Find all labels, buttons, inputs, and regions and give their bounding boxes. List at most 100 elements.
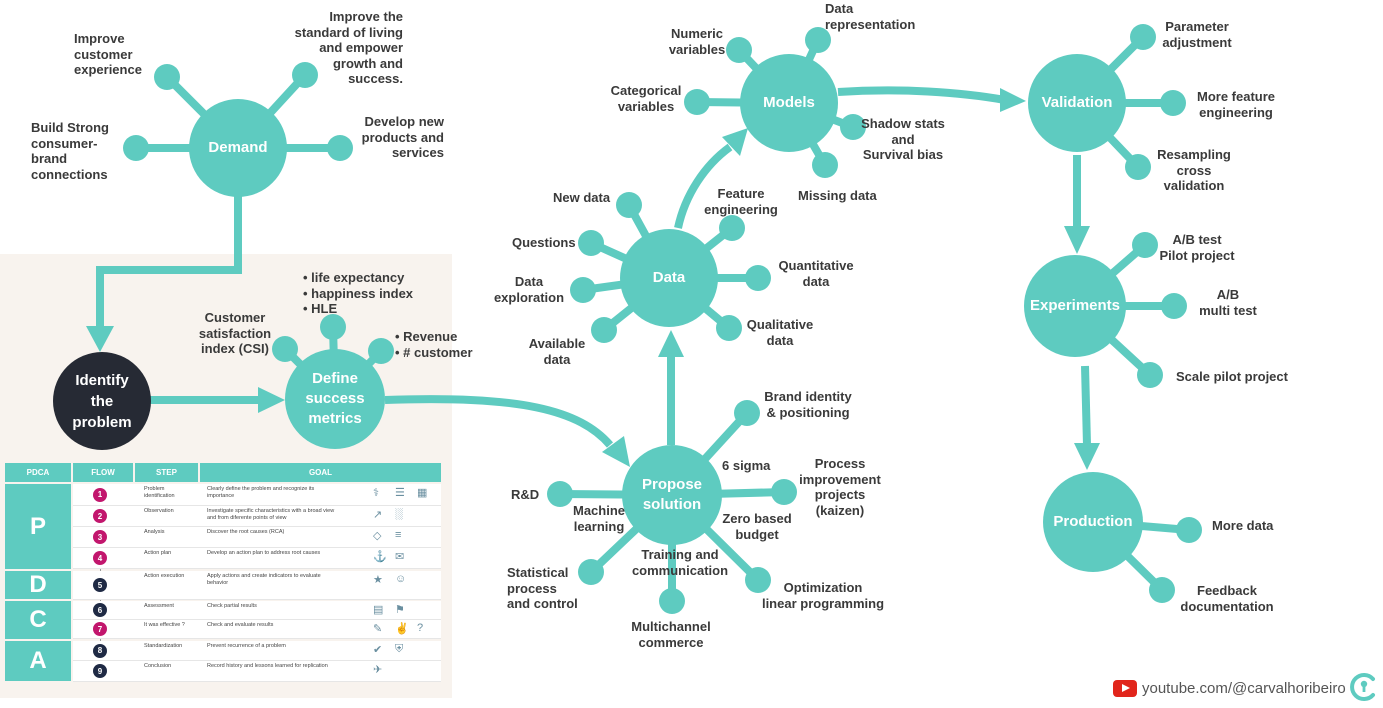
leaf-node-dot: [1137, 362, 1163, 388]
leaf-node-dot: [368, 338, 394, 364]
leaf-node-dot: [578, 230, 604, 256]
arrowhead-propose: [602, 436, 630, 467]
arrowhead-define: [258, 387, 285, 413]
label-new-data: New data: [553, 190, 611, 205]
hub-propose-solution: Propose solution: [622, 445, 722, 545]
header-step: STEP: [135, 463, 198, 482]
step-number-badge: 8: [93, 643, 107, 658]
goal-text: Check and evaluate results: [207, 622, 274, 628]
step-illustration-icon: ⚓: [373, 551, 387, 563]
flow-models-to-validation: [837, 86, 1006, 104]
hub-data: Data: [620, 229, 718, 327]
label-customer-satisfaction-index: Customer satisfaction index (CSI): [198, 310, 272, 356]
leaf-node-dot: [771, 479, 797, 505]
hub-models: Models: [740, 54, 838, 152]
leaf-node-dot: [591, 317, 617, 343]
step-illustration-icon: ▤: [373, 604, 384, 616]
label-training-communication: Training and communication: [631, 547, 729, 578]
step-label: Action execution: [144, 573, 185, 579]
leaf-node-dot: [578, 559, 604, 585]
leaf-node-dot: [659, 588, 685, 614]
leaf-node-dot: [812, 152, 838, 178]
step-label: Analysis: [144, 529, 165, 535]
carvalhoribeiro-logo: [1350, 673, 1375, 701]
step-number-badge: 4: [93, 551, 107, 565]
leaf-node-dot: [616, 192, 642, 218]
step-number-badge: 6: [93, 603, 107, 617]
channel-link[interactable]: youtube.com/@carvalhoribeiro: [1142, 680, 1346, 697]
label-data-exploration: Data exploration: [493, 274, 565, 305]
leaf-node-dot: [272, 336, 298, 362]
step-number-badge: 2: [93, 509, 107, 523]
leaf-node-dot: [320, 314, 346, 340]
label-improve-standard-of-living: Improve the standard of living and empow…: [294, 9, 403, 86]
leaf-node-dot: [1161, 293, 1187, 319]
leaf-node-dot: [327, 135, 353, 161]
label-revenue-customers: • Revenue • # customer: [395, 329, 473, 360]
step-illustration-icon: ✎: [373, 623, 383, 635]
label-zero-based-budget: Zero based budget: [722, 511, 792, 542]
step-label: Standardization: [144, 643, 183, 649]
hub-define-success-metrics: Define success metrics: [285, 349, 385, 449]
arrowhead-identify: [86, 326, 114, 352]
label-develop-new-products: Develop new products and services: [361, 114, 444, 160]
header-pdca: PDCA: [5, 463, 71, 482]
hub-demand: Demand: [189, 99, 287, 197]
goal-text: Prevent recurrence of a problem: [207, 643, 286, 649]
goal-text: Develop an action plan to address root c…: [207, 550, 321, 556]
header-goal: GOAL: [200, 463, 441, 482]
step-label: Action plan: [144, 550, 172, 556]
step-label: Problem identification: [144, 486, 175, 499]
step-number-badge: 3: [93, 530, 107, 544]
leaf-node-dot: [154, 64, 180, 90]
step-illustration-icon: ⚕: [373, 487, 379, 499]
label-life-expectancy: • life expectancy • happiness index • HL…: [303, 270, 414, 316]
flow-demand-to-identify: [96, 195, 242, 330]
step-illustration-icon: ⚑: [395, 604, 405, 616]
label-numeric-variables: Numeric variables: [668, 26, 726, 57]
step-illustration-icon: ✔: [373, 644, 383, 656]
step-illustration-icon: ☺: [395, 573, 407, 585]
step-illustration-icon: ✌: [395, 623, 409, 635]
leaf-node-dot: [719, 215, 745, 241]
youtube-icon: [1113, 680, 1137, 697]
label-multichannel-commerce: Multichannel commerce: [631, 619, 711, 650]
step-number-badge: 9: [93, 664, 107, 678]
label-missing-data: Missing data: [798, 188, 877, 203]
label-shadow-stats: Shadow stats and Survival bias: [861, 116, 945, 162]
label-brand-identity: Brand identity & positioning: [764, 389, 852, 420]
phase-do: D: [5, 571, 71, 599]
step-illustration-icon: ↗: [373, 509, 383, 521]
phase-act: A: [5, 641, 71, 681]
leaf-node-dot: [745, 567, 771, 593]
goal-text: Clearly define the problem and recognize…: [207, 486, 315, 499]
step-illustration-icon: ⛨: [395, 643, 404, 655]
step-illustration-icon: ▦: [417, 487, 428, 499]
goal-text: Apply actions and create indicators to e…: [207, 573, 321, 586]
label-improve-customer-experience: Improve customer experience: [74, 31, 142, 77]
flow-data-to-models: [674, 143, 733, 229]
label-available-data: Available data: [528, 336, 586, 367]
leaf-node-dot: [1160, 90, 1186, 116]
leaf-node-dot: [805, 27, 831, 53]
label-six-sigma: 6 sigma: [722, 458, 771, 473]
label-parameter-adjustment: Parameter adjustment: [1162, 19, 1232, 50]
leaf-node-dot: [745, 265, 771, 291]
label-machine-learning: Machine learning: [572, 503, 625, 534]
phase-plan: P: [5, 484, 71, 569]
step-illustration-icon: ★: [373, 574, 383, 586]
label-build-strong-brand: Build Strong consumer- brand connections: [31, 120, 109, 182]
leaf-node-dot: [1132, 232, 1158, 258]
step-number-badge: 5: [93, 578, 107, 592]
arrowhead-production: [1074, 443, 1100, 470]
label-data-representation: Data representation: [825, 1, 916, 32]
leaf-node-dot: [1130, 24, 1156, 50]
leaf-node-dot: [292, 62, 318, 88]
hub-experiments: Experiments: [1024, 255, 1126, 357]
table-row: 5 Action execution Apply actions and creat…: [73, 571, 441, 600]
leaf-node-dot: [684, 89, 710, 115]
step-illustration-icon: ☰: [395, 487, 405, 499]
